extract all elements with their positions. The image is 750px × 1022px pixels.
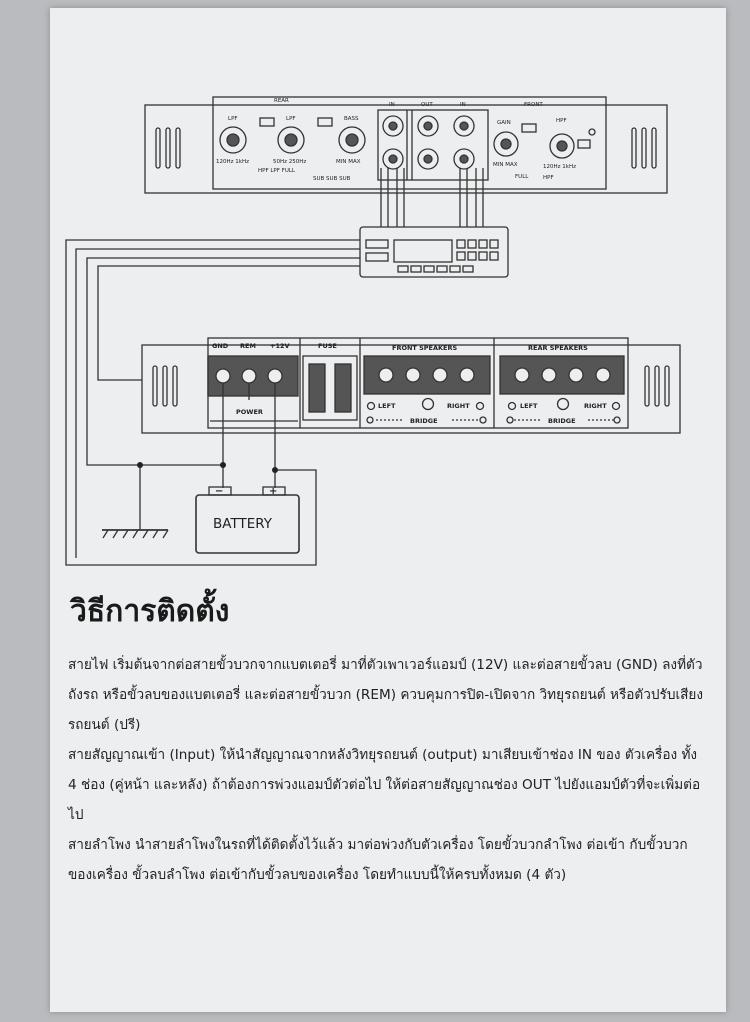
bass-knob bbox=[338, 126, 366, 154]
label-gain-range: MIN MAX bbox=[493, 162, 518, 168]
label-switch-row-2: SUB SUB SUB bbox=[313, 176, 351, 182]
junction-dot bbox=[272, 467, 278, 473]
battery-negative-post bbox=[208, 486, 232, 496]
rca-in-rear-l bbox=[382, 115, 404, 137]
instructions-body: สายไฟ เริ่มต้นจากต่อสายขั้วบวกจากแบตเตอร… bbox=[68, 650, 708, 890]
battery-plus-sign: + bbox=[269, 486, 277, 497]
gain-knob bbox=[493, 131, 519, 157]
battery-minus-sign: − bbox=[215, 486, 223, 497]
fuse-block bbox=[302, 355, 358, 421]
label-hpf: HPF bbox=[556, 118, 567, 124]
label-bridge-rear: BRIDGE bbox=[548, 417, 576, 425]
switch bbox=[259, 117, 275, 127]
rca-out-l bbox=[417, 115, 439, 137]
label-12v: +12V bbox=[270, 342, 290, 350]
bottom-panel-outline bbox=[141, 344, 681, 434]
label-switch-row-1: HPF LPF FULL bbox=[258, 168, 296, 174]
lpf-knob-1 bbox=[219, 126, 247, 154]
label-rem: REM bbox=[240, 342, 256, 350]
paragraph-speaker-wiring: สายลำโพง นำสายลำโพงในรถที่ได้ติดตั้งไว้แ… bbox=[68, 837, 688, 883]
hpf-knob bbox=[549, 133, 575, 159]
label-gnd: GND bbox=[212, 342, 229, 350]
head-unit-button bbox=[365, 252, 389, 262]
battery-label: BATTERY bbox=[213, 516, 273, 532]
installation-title: วิธีการติดตั้ง bbox=[70, 594, 230, 629]
label-knob-2-range: 50Hz 250Hz bbox=[273, 159, 306, 165]
label-power: POWER bbox=[236, 408, 263, 416]
mount-slot bbox=[631, 127, 637, 169]
mount-slot bbox=[641, 127, 647, 169]
mount-slot bbox=[664, 365, 670, 407]
label-knob-1: LPF bbox=[228, 116, 238, 122]
rca-out-r bbox=[417, 148, 439, 170]
label-left-front: LEFT bbox=[378, 402, 396, 410]
lpf-knob-2 bbox=[277, 126, 305, 154]
head-unit bbox=[359, 226, 509, 278]
label-bridge-front: BRIDGE bbox=[410, 417, 438, 425]
label-out: OUT bbox=[421, 102, 433, 108]
rca-in-front-r bbox=[453, 148, 475, 170]
mount-slot bbox=[162, 365, 168, 407]
rca-in-front-l bbox=[453, 115, 475, 137]
label-hpf-range: 120Hz 1kHz bbox=[543, 164, 576, 170]
label-gain: GAIN bbox=[497, 120, 511, 126]
junction-dot bbox=[220, 462, 226, 468]
switch bbox=[577, 139, 591, 149]
wiring-diagram: REAR IN OUT IN FRONT LPF 120Hz 1kHz LPF … bbox=[65, 96, 681, 566]
rem-terminal bbox=[241, 368, 257, 384]
label-knob-3: BASS bbox=[344, 116, 359, 122]
plus12v-terminal bbox=[267, 368, 283, 384]
label-in: IN bbox=[389, 102, 395, 108]
mount-slot bbox=[651, 127, 657, 169]
label-rear-speakers: REAR SPEAKERS bbox=[528, 344, 588, 352]
label-rear: REAR bbox=[274, 98, 289, 104]
label-knob-2: LPF bbox=[286, 116, 296, 122]
mount-slot bbox=[165, 127, 171, 169]
mount-slot bbox=[175, 127, 181, 169]
label-front: FRONT bbox=[524, 102, 543, 108]
battery-positive-post bbox=[262, 486, 286, 496]
label-left-rear: LEFT bbox=[520, 402, 538, 410]
label-in-2: IN bbox=[460, 102, 466, 108]
mount-slot bbox=[172, 365, 178, 407]
paragraph-power-wiring: สายไฟ เริ่มต้นจากต่อสายขั้วบวกจากแบตเตอร… bbox=[68, 657, 703, 733]
label-fuse: FUSE bbox=[318, 342, 337, 350]
label-front-speakers: FRONT SPEAKERS bbox=[392, 344, 458, 352]
rca-in-rear-r bbox=[382, 148, 404, 170]
mount-slot bbox=[155, 127, 161, 169]
label-knob-1-range: 120Hz 1kHz bbox=[216, 159, 249, 165]
fuse bbox=[308, 363, 326, 413]
mount-slot bbox=[152, 365, 158, 407]
switch bbox=[521, 123, 537, 133]
label-hpf-2: HPF bbox=[543, 175, 554, 181]
head-unit-display bbox=[393, 239, 453, 263]
top-panel-face bbox=[212, 96, 607, 190]
paragraph-signal-input: สายสัญญาณเข้า (Input) ให้นำสัญญาณจากหลัง… bbox=[68, 747, 701, 823]
label-knob-3-range: MIN MAX bbox=[336, 159, 361, 165]
mount-slot bbox=[644, 365, 650, 407]
led bbox=[588, 128, 596, 136]
fuse bbox=[334, 363, 352, 413]
junction-dot bbox=[137, 462, 143, 468]
label-right-front: RIGHT bbox=[447, 402, 470, 410]
top-panel-outline bbox=[144, 104, 668, 194]
label-full: FULL bbox=[515, 174, 529, 180]
mount-slot bbox=[654, 365, 660, 407]
gnd-terminal bbox=[215, 368, 231, 384]
battery bbox=[195, 494, 300, 554]
head-unit-button bbox=[365, 239, 389, 249]
rca-block bbox=[377, 109, 489, 181]
switch bbox=[317, 117, 333, 127]
label-right-rear: RIGHT bbox=[584, 402, 607, 410]
